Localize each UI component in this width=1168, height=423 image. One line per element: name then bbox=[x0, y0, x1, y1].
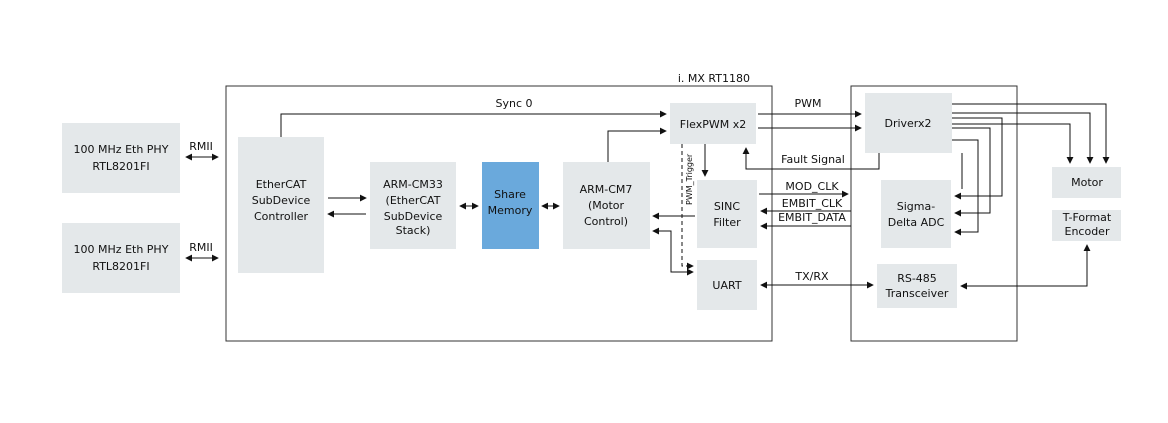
driver-motor-line-3 bbox=[952, 123, 1074, 164]
cm7-line3: Control) bbox=[584, 215, 628, 228]
pwm-trigger-label: PWM_Trigger bbox=[685, 153, 694, 205]
sigma-line1: Sigma- bbox=[897, 200, 935, 213]
cm33-line4: Stack) bbox=[396, 224, 431, 237]
driver-block: Driverx2 bbox=[865, 93, 952, 153]
cm7-to-flexpwm-line bbox=[607, 127, 667, 162]
sinc-line2: Filter bbox=[713, 216, 741, 229]
encoder-line1: T-Format bbox=[1062, 211, 1112, 224]
driver-motor-line-1 bbox=[952, 103, 1110, 164]
mcu-frame bbox=[225, 85, 773, 342]
flexpwm-block: FlexPWM x2 bbox=[670, 103, 756, 144]
driver-motor-line-2 bbox=[952, 112, 1094, 164]
cm33-line2: (EtherCAT bbox=[386, 194, 441, 207]
arm-cm7-block: ARM-CM7 (Motor Control) bbox=[563, 162, 650, 249]
mcu-label: i. MX RT1180 bbox=[678, 72, 750, 85]
power-stage-frame bbox=[850, 85, 1018, 342]
txrx-label: TX/RX bbox=[794, 270, 829, 283]
phy-block-1: 100 MHz Eth PHY RTL8201FI bbox=[62, 123, 180, 193]
ethercat-line3: Controller bbox=[254, 210, 309, 223]
share-memory-block: Share Memory bbox=[482, 162, 539, 249]
ethercat-line2: SubDevice bbox=[252, 194, 311, 207]
cm7-line1: ARM-CM7 bbox=[580, 183, 633, 196]
uart-label: UART bbox=[712, 279, 741, 292]
motor-block: Motor bbox=[1052, 167, 1121, 198]
sinc-filter-block: SINC Filter bbox=[697, 180, 757, 248]
share-line2: Memory bbox=[488, 204, 533, 217]
phy2-line1: 100 MHz Eth PHY bbox=[74, 243, 169, 256]
uart-block: UART bbox=[697, 260, 757, 310]
driver-adc-line-3 bbox=[952, 139, 979, 236]
phy1-line2: RTL8201FI bbox=[92, 160, 149, 173]
rs485-encoder-line bbox=[960, 244, 1091, 290]
mod-clk-label: MOD_CLK bbox=[785, 180, 839, 193]
driver-adc-line-2 bbox=[952, 127, 991, 217]
flexpwm-label: FlexPWM x2 bbox=[680, 118, 746, 131]
encoder-line2: Encoder bbox=[1065, 225, 1110, 238]
arm-cm33-block: ARM-CM33 (EtherCAT SubDevice Stack) bbox=[370, 162, 456, 249]
share-line1: Share bbox=[494, 188, 526, 201]
cm7-uart-line bbox=[652, 227, 694, 276]
pwm-label: PWM bbox=[794, 97, 821, 110]
sync0-line bbox=[280, 110, 667, 137]
embit-clk-label: EMBIT_CLK bbox=[782, 197, 843, 210]
cm33-line1: ARM-CM33 bbox=[383, 178, 443, 191]
fault-signal-label: Fault Signal bbox=[781, 153, 845, 166]
ethercat-line1: EtherCAT bbox=[256, 178, 307, 191]
rmii-label-2: RMII bbox=[189, 241, 213, 254]
rs485-line1: RS-485 bbox=[897, 272, 937, 285]
rs485-line2: Transceiver bbox=[885, 287, 949, 300]
motor-label: Motor bbox=[1071, 176, 1103, 189]
sinc-line1: SINC bbox=[714, 200, 740, 213]
t-format-encoder-block: T-Format Encoder bbox=[1052, 210, 1121, 241]
phy2-line2: RTL8201FI bbox=[92, 260, 149, 273]
ethercat-controller-block: EtherCAT SubDevice Controller bbox=[238, 137, 324, 273]
embit-data-label: EMBIT_DATA bbox=[778, 211, 846, 224]
driver-adc-line-1 bbox=[952, 117, 1003, 200]
sigma-line2: Delta ADC bbox=[888, 216, 945, 229]
cm7-line2: (Motor bbox=[588, 199, 625, 212]
sync0-label: Sync 0 bbox=[495, 97, 532, 110]
sigma-delta-adc-block: Sigma- Delta ADC bbox=[881, 180, 951, 248]
phy1-line1: 100 MHz Eth PHY bbox=[74, 143, 169, 156]
driver-label: Driverx2 bbox=[884, 117, 931, 130]
fault-signal-line bbox=[742, 147, 880, 170]
phy-block-2: 100 MHz Eth PHY RTL8201FI bbox=[62, 223, 180, 293]
rmii-label-1: RMII bbox=[189, 140, 213, 153]
rs485-transceiver-block: RS-485 Transceiver bbox=[877, 264, 957, 308]
cm33-line3: SubDevice bbox=[384, 210, 443, 223]
